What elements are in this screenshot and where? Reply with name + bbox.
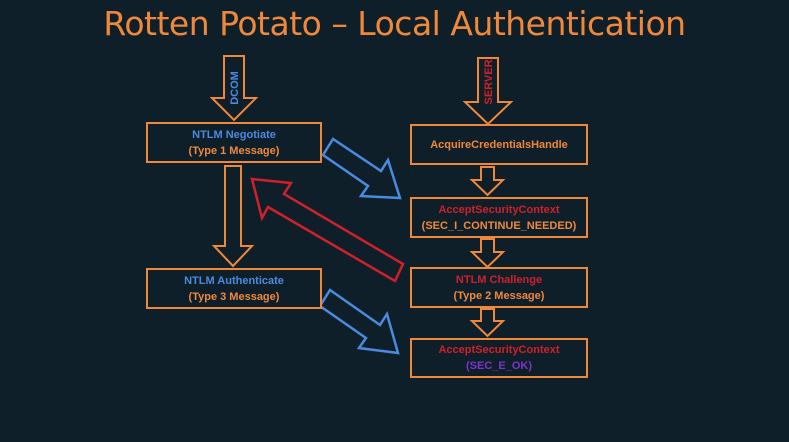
ntlm-negotiate-label: NTLM Negotiate — [192, 128, 276, 141]
blue-arrow-authenticate — [318, 288, 400, 355]
accept-security-context-2-label: AcceptSecurityContext — [438, 344, 560, 356]
ntlm-authenticate-type: (Type 3 Message) — [188, 290, 280, 303]
red-arrow-challenge — [250, 177, 405, 283]
accept-security-context-1-box: AcceptSecurityContext (SEC_I_CONTINUE_NE… — [410, 197, 588, 238]
right-down-arrow-2 — [469, 238, 506, 269]
right-down-arrow-3 — [469, 308, 506, 338]
accept-security-context-2-box: AcceptSecurityContext (SEC_E_OK) — [410, 338, 588, 378]
ntlm-authenticate-box: NTLM Authenticate (Type 3 Message) — [146, 268, 322, 309]
server-arrow — [462, 57, 514, 126]
dcom-arrow — [209, 55, 259, 122]
slide-title: Rotten Potato – Local Authentication — [103, 4, 686, 43]
acquire-credentials-box: AcquireCredentialsHandle — [410, 124, 588, 165]
ntlm-challenge-type: (Type 2 Message) — [453, 289, 545, 302]
right-down-arrow-1 — [469, 166, 506, 197]
accept-security-context-1-label: AcceptSecurityContext — [438, 203, 560, 216]
ntlm-challenge-label: NTLM Challenge — [455, 273, 543, 286]
left-down-arrow — [211, 165, 255, 268]
accept-security-context-2-status: (SEC_E_OK) — [465, 360, 533, 372]
ntlm-challenge-box: NTLM Challenge (Type 2 Message) — [410, 267, 588, 308]
ntlm-negotiate-type: (Type 1 Message) — [188, 144, 280, 157]
blue-arrow-negotiate — [321, 137, 402, 200]
ntlm-negotiate-box: NTLM Negotiate (Type 1 Message) — [146, 122, 322, 163]
ntlm-authenticate-label: NTLM Authenticate — [184, 274, 284, 287]
server-label: SERVER — [483, 59, 495, 104]
dcom-label: DCOM — [229, 71, 241, 105]
acquire-credentials-label: AcquireCredentialsHandle — [430, 138, 568, 151]
accept-security-context-1-status: (SEC_I_CONTINUE_NEEDED) — [421, 219, 577, 232]
